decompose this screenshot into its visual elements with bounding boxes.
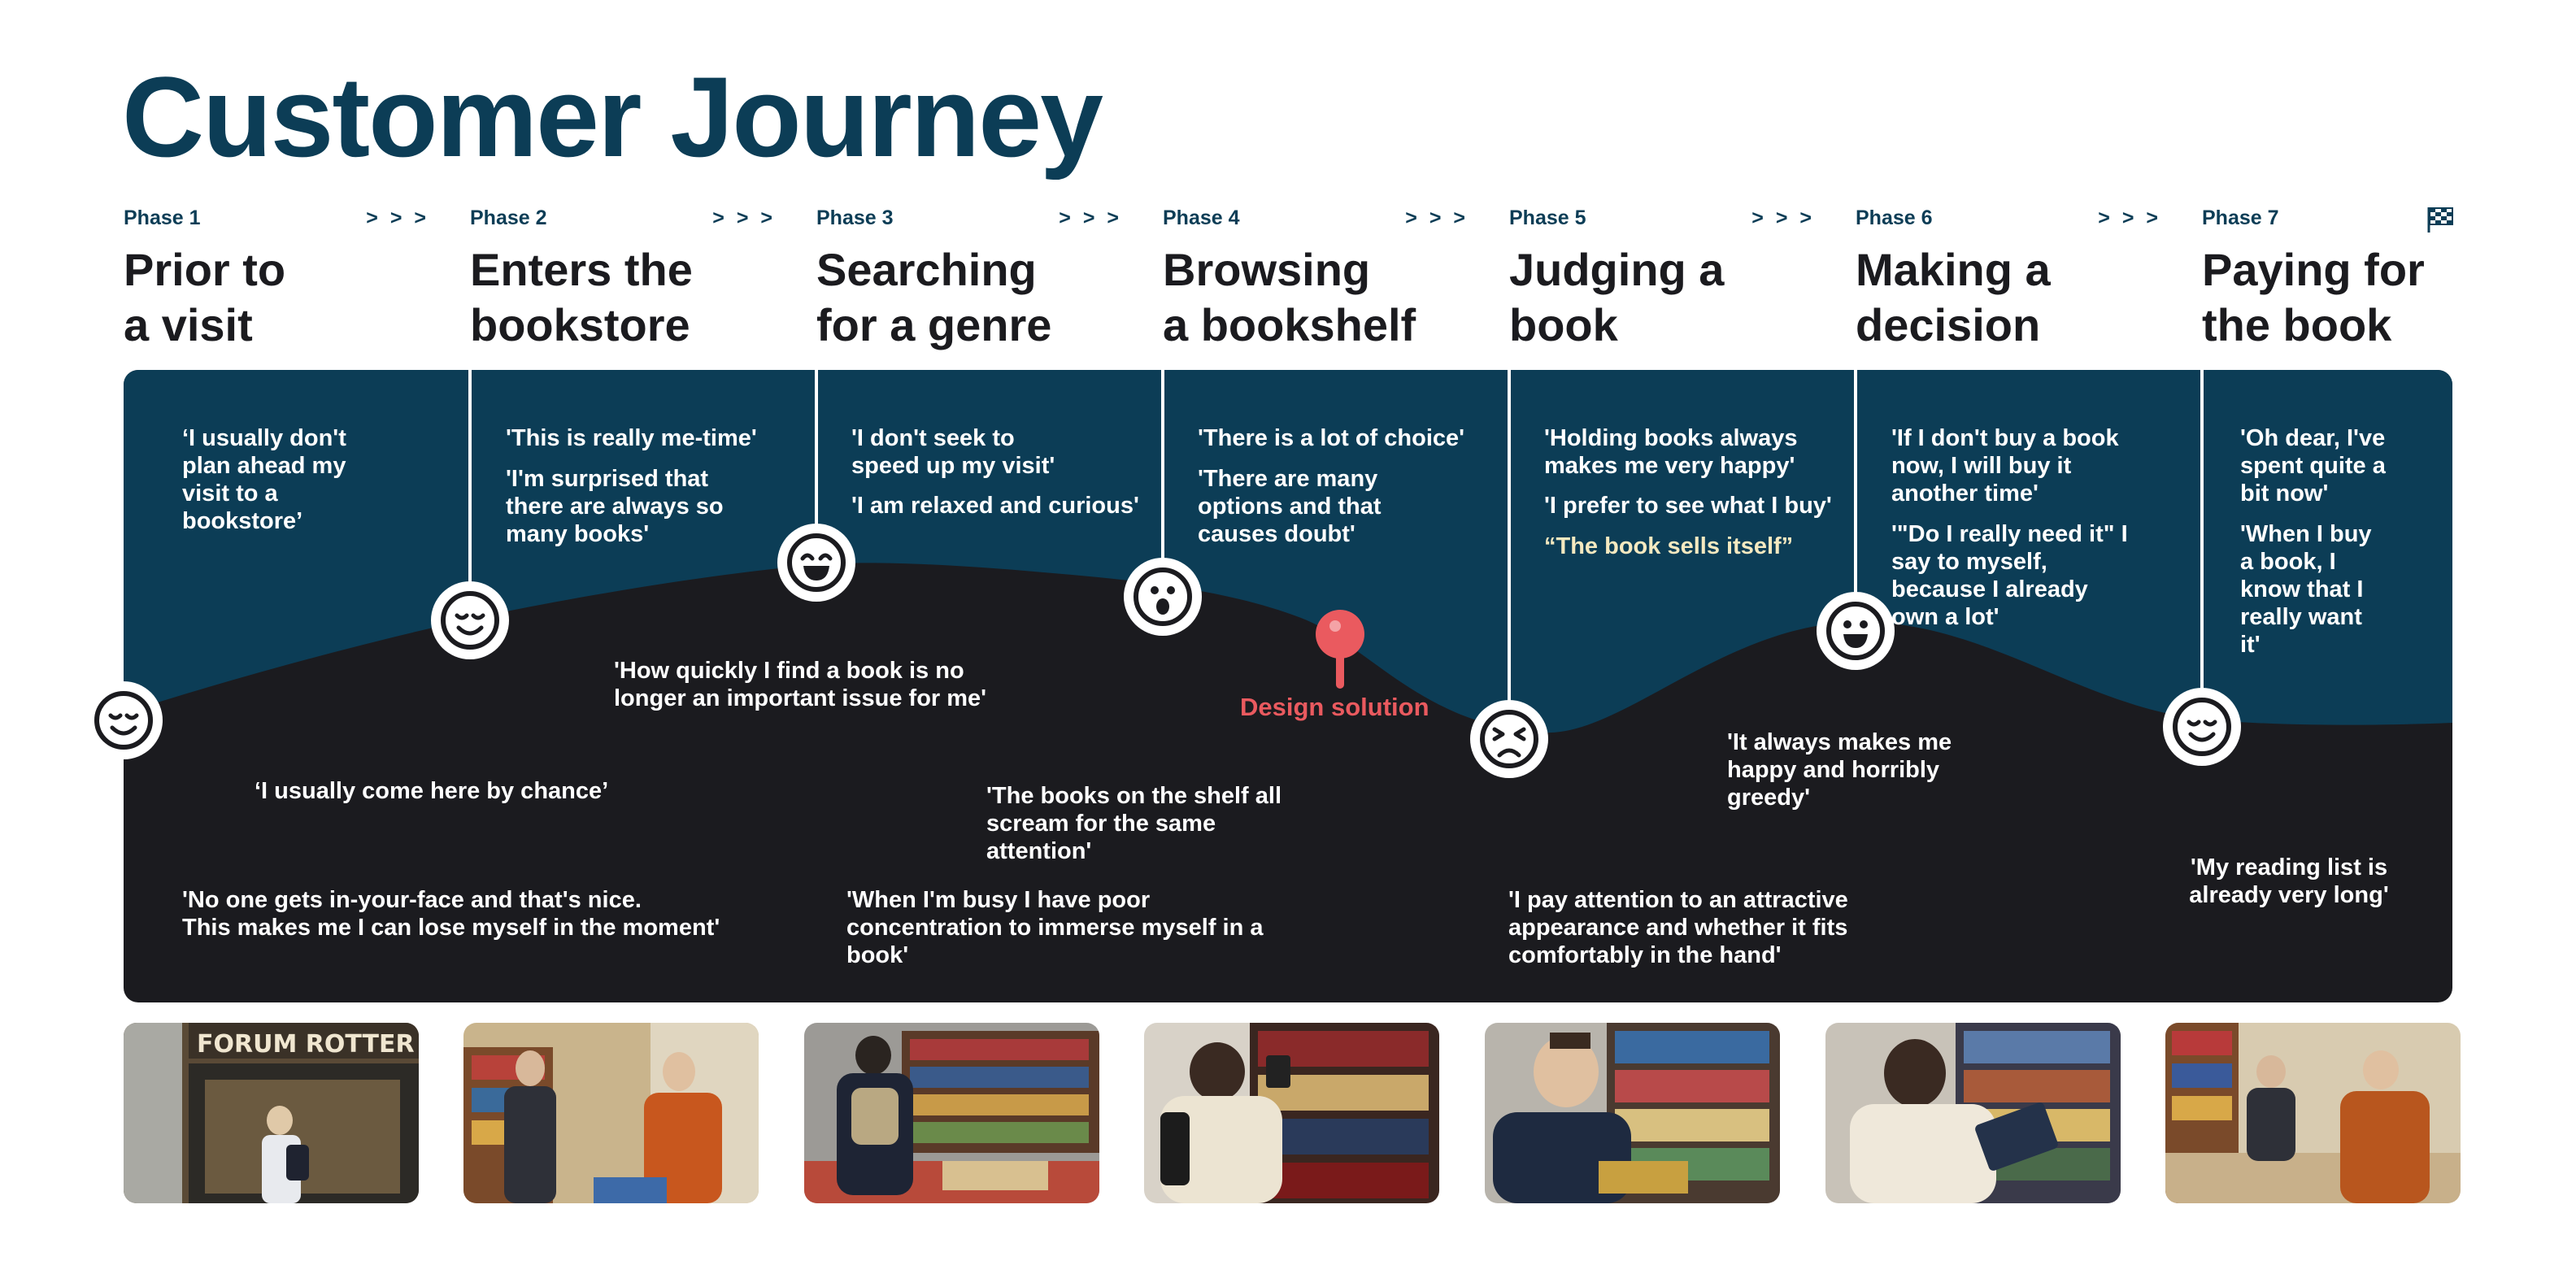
surprised-face-icon bbox=[1124, 558, 1202, 636]
frustrated-face-icon bbox=[1470, 700, 1548, 778]
content-face-icon bbox=[2163, 688, 2241, 766]
photo-staff-conversation bbox=[463, 1023, 759, 1203]
content-face-icon bbox=[431, 581, 509, 659]
phase-number: Phase 2 bbox=[470, 207, 547, 229]
next-arrows-icon: > > > bbox=[712, 207, 776, 229]
very-happy-face-icon bbox=[777, 524, 855, 602]
next-arrows-icon: > > > bbox=[1405, 207, 1469, 229]
content-face-icon bbox=[85, 681, 163, 759]
store-sign: FORUM ROTTER bbox=[197, 1030, 415, 1059]
phase-number: Phase 3 bbox=[816, 207, 894, 229]
photo-browsing-shelf bbox=[1144, 1023, 1439, 1203]
phase-number: Phase 1 bbox=[124, 207, 201, 229]
phase-number: Phase 6 bbox=[1856, 207, 1933, 229]
page-title: Customer Journey bbox=[122, 53, 1103, 180]
quote: 'I prefer to see what I buy' bbox=[1544, 493, 1832, 519]
quote: 'There is a lot of choice' bbox=[1198, 425, 1465, 451]
quote: 'No one gets in-your-face and that's nic… bbox=[182, 887, 720, 941]
quote: 'I am relaxed and curious' bbox=[851, 493, 1139, 519]
next-arrows-icon: > > > bbox=[1059, 207, 1122, 229]
finish-flag-icon bbox=[2427, 207, 2453, 233]
photo-entrance: FORUM ROTTER bbox=[124, 1023, 419, 1203]
design-solution-label: Design solution bbox=[1240, 693, 1429, 721]
emotion-curve bbox=[124, 370, 2452, 733]
location-pin-icon bbox=[1316, 610, 1364, 689]
next-arrows-icon: > > > bbox=[2098, 207, 2161, 229]
quote: “The book sells itself” bbox=[1544, 533, 1794, 559]
photo-checkout-counter bbox=[2165, 1023, 2461, 1203]
photo-holding-book bbox=[1825, 1023, 2121, 1203]
photo-walking-aisles bbox=[804, 1023, 1099, 1203]
quote: 'This is really me-time' bbox=[506, 425, 757, 451]
quote: ‘I usually come here by chance’ bbox=[255, 778, 609, 804]
happy-face-icon bbox=[1817, 592, 1895, 670]
next-arrows-icon: > > > bbox=[1751, 207, 1815, 229]
phase-number: Phase 7 bbox=[2202, 207, 2279, 229]
photo-reading-book bbox=[1485, 1023, 1780, 1203]
next-arrows-icon: > > > bbox=[366, 207, 429, 229]
phase-number: Phase 4 bbox=[1163, 207, 1240, 229]
phase-number: Phase 5 bbox=[1509, 207, 1586, 229]
